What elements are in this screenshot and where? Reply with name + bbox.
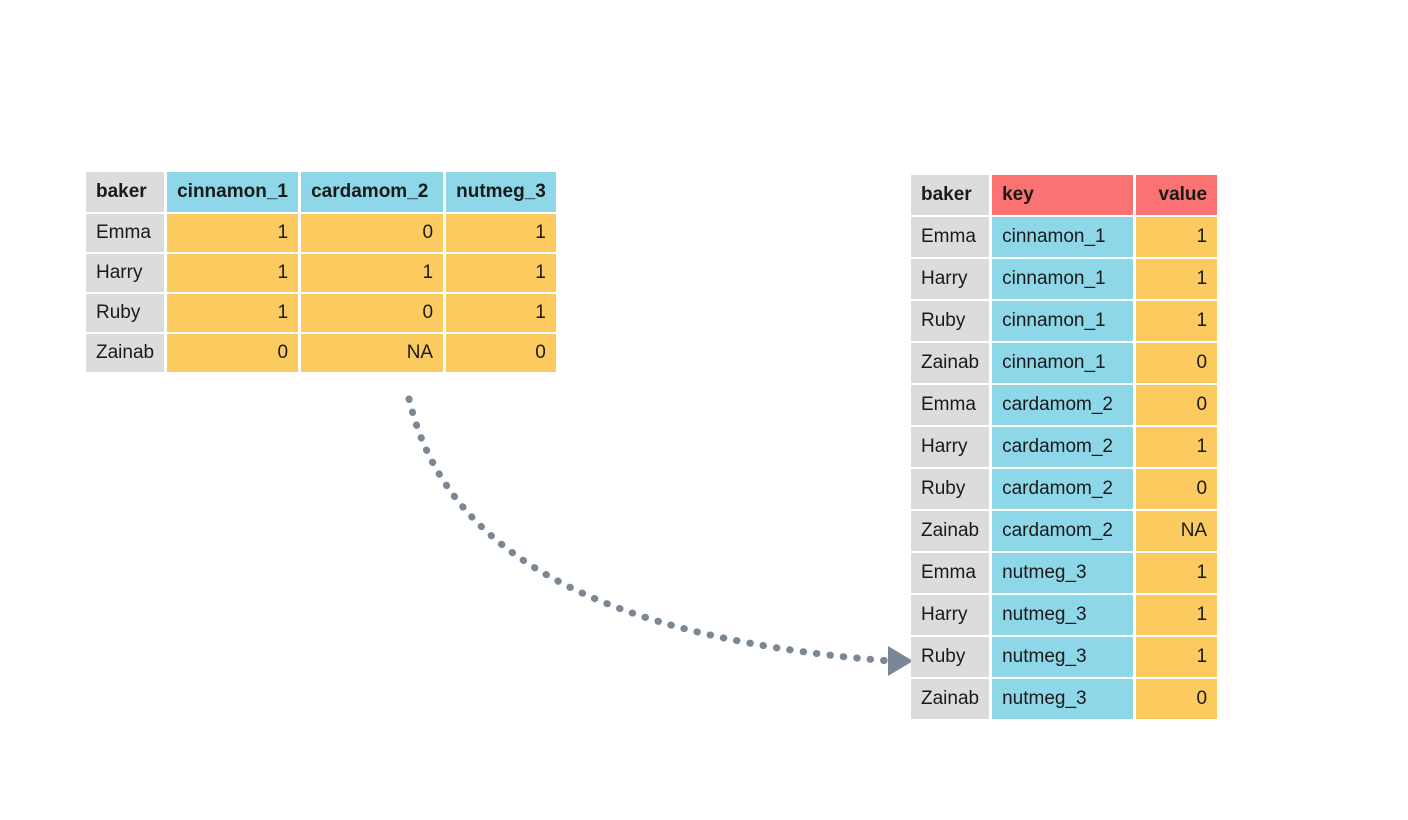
long-cell-baker: Emma bbox=[911, 385, 990, 425]
long-cell-baker: Zainab bbox=[911, 679, 990, 719]
long-table-header-row: baker key value bbox=[911, 175, 1218, 215]
long-cell-key: cinnamon_1 bbox=[992, 301, 1134, 341]
long-cell-baker: Zainab bbox=[911, 511, 990, 551]
long-table: baker key value Emma cinnamon_1 1 Harry … bbox=[908, 173, 1220, 721]
long-cell-baker: Emma bbox=[911, 217, 990, 257]
wide-cell-cardamom-2: 0 bbox=[301, 294, 444, 332]
wide-cell-cinnamon-1: 1 bbox=[167, 294, 299, 332]
wide-header-nutmeg-3: nutmeg_3 bbox=[446, 172, 556, 212]
table-row: Zainab cardamom_2 NA bbox=[911, 511, 1218, 551]
long-cell-value: 1 bbox=[1136, 595, 1218, 635]
long-cell-value: 0 bbox=[1136, 385, 1218, 425]
wide-header-cardamom-2: cardamom_2 bbox=[301, 172, 444, 212]
wide-table: baker cinnamon_1 cardamom_2 nutmeg_3 Emm… bbox=[83, 170, 559, 374]
wide-cell-baker: Ruby bbox=[86, 294, 165, 332]
long-cell-baker: Harry bbox=[911, 427, 990, 467]
table-row: Emma nutmeg_3 1 bbox=[911, 553, 1218, 593]
long-header-value: value bbox=[1136, 175, 1218, 215]
long-cell-key: nutmeg_3 bbox=[992, 595, 1134, 635]
transform-arrow-icon bbox=[405, 395, 913, 676]
table-row: Emma cinnamon_1 1 bbox=[911, 217, 1218, 257]
long-cell-key: cardamom_2 bbox=[992, 427, 1134, 467]
wide-cell-cardamom-2: NA bbox=[301, 334, 444, 372]
long-cell-value: 0 bbox=[1136, 343, 1218, 383]
long-cell-value: 1 bbox=[1136, 259, 1218, 299]
long-cell-baker: Emma bbox=[911, 553, 990, 593]
wide-cell-cardamom-2: 1 bbox=[301, 254, 444, 292]
wide-header-cinnamon-1: cinnamon_1 bbox=[167, 172, 299, 212]
long-cell-value: 1 bbox=[1136, 553, 1218, 593]
table-row: Ruby 1 0 1 bbox=[86, 294, 556, 332]
wide-cell-baker: Harry bbox=[86, 254, 165, 292]
wide-cell-nutmeg-3: 0 bbox=[446, 334, 556, 372]
long-cell-baker: Ruby bbox=[911, 301, 990, 341]
long-cell-baker: Ruby bbox=[911, 469, 990, 509]
wide-cell-cinnamon-1: 1 bbox=[167, 254, 299, 292]
table-row: Ruby nutmeg_3 1 bbox=[911, 637, 1218, 677]
table-row: Zainab cinnamon_1 0 bbox=[911, 343, 1218, 383]
wide-cell-cinnamon-1: 1 bbox=[167, 214, 299, 252]
arrow-dotted-path bbox=[405, 395, 894, 665]
long-cell-key: cardamom_2 bbox=[992, 385, 1134, 425]
table-row: Ruby cinnamon_1 1 bbox=[911, 301, 1218, 341]
long-cell-key: cinnamon_1 bbox=[992, 217, 1134, 257]
wide-header-baker: baker bbox=[86, 172, 165, 212]
long-cell-baker: Harry bbox=[911, 259, 990, 299]
long-cell-key: cinnamon_1 bbox=[992, 259, 1134, 299]
wide-cell-nutmeg-3: 1 bbox=[446, 214, 556, 252]
long-cell-value: 1 bbox=[1136, 301, 1218, 341]
wide-cell-cardamom-2: 0 bbox=[301, 214, 444, 252]
table-row: Harry cinnamon_1 1 bbox=[911, 259, 1218, 299]
wide-cell-nutmeg-3: 1 bbox=[446, 254, 556, 292]
long-cell-key: nutmeg_3 bbox=[992, 637, 1134, 677]
table-row: Zainab nutmeg_3 0 bbox=[911, 679, 1218, 719]
long-cell-value: 0 bbox=[1136, 469, 1218, 509]
long-cell-key: nutmeg_3 bbox=[992, 679, 1134, 719]
table-row: Ruby cardamom_2 0 bbox=[911, 469, 1218, 509]
wide-table-header-row: baker cinnamon_1 cardamom_2 nutmeg_3 bbox=[86, 172, 556, 212]
table-row: Zainab 0 NA 0 bbox=[86, 334, 556, 372]
table-row: Emma 1 0 1 bbox=[86, 214, 556, 252]
table-row: Harry nutmeg_3 1 bbox=[911, 595, 1218, 635]
wide-cell-baker: Zainab bbox=[86, 334, 165, 372]
long-cell-key: cinnamon_1 bbox=[992, 343, 1134, 383]
long-cell-key: cardamom_2 bbox=[992, 469, 1134, 509]
table-row: Harry cardamom_2 1 bbox=[911, 427, 1218, 467]
long-header-key: key bbox=[992, 175, 1134, 215]
long-cell-key: cardamom_2 bbox=[992, 511, 1134, 551]
long-header-baker: baker bbox=[911, 175, 990, 215]
long-cell-baker: Zainab bbox=[911, 343, 990, 383]
long-cell-value: NA bbox=[1136, 511, 1218, 551]
long-cell-value: 1 bbox=[1136, 427, 1218, 467]
long-cell-value: 1 bbox=[1136, 217, 1218, 257]
wide-cell-baker: Emma bbox=[86, 214, 165, 252]
long-cell-baker: Ruby bbox=[911, 637, 990, 677]
table-row: Harry 1 1 1 bbox=[86, 254, 556, 292]
long-cell-baker: Harry bbox=[911, 595, 990, 635]
long-cell-value: 1 bbox=[1136, 637, 1218, 677]
table-row: Emma cardamom_2 0 bbox=[911, 385, 1218, 425]
wide-cell-nutmeg-3: 1 bbox=[446, 294, 556, 332]
long-cell-key: nutmeg_3 bbox=[992, 553, 1134, 593]
long-cell-value: 0 bbox=[1136, 679, 1218, 719]
wide-cell-cinnamon-1: 0 bbox=[167, 334, 299, 372]
